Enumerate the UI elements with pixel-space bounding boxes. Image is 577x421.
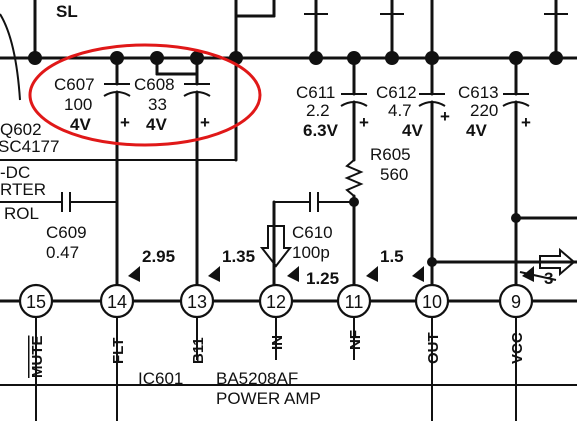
c613-value: 220 [470, 101, 498, 120]
r605-ref: R605 [370, 145, 411, 164]
pin-15: 15 [18, 283, 54, 319]
c611-voltage: 6.3V [303, 121, 339, 140]
label-sl: SL [56, 2, 78, 21]
pin-name-mute: MUTE [29, 336, 46, 379]
svg-text:13: 13 [187, 292, 207, 312]
c612-voltage: 4V [402, 121, 423, 140]
svg-text:10: 10 [422, 292, 442, 312]
pin-9: 9 [498, 283, 534, 319]
voltage-pin10: 1.5 [380, 247, 404, 266]
capacitor-c607: + [103, 56, 131, 290]
pin-name-b11: B11 [190, 337, 207, 364]
pin-12: 12 [258, 283, 294, 319]
label-rol: ROL [4, 204, 39, 223]
junction-dot [309, 51, 323, 65]
capacitor-c612: + [418, 56, 450, 290]
c613-ref: C613 [458, 83, 499, 102]
c612-ref: C612 [376, 83, 417, 102]
capacitor-c611: + [340, 56, 369, 162]
c609-value: 0.47 [46, 243, 79, 262]
svg-text:14: 14 [107, 292, 127, 312]
capacitor-c610 [274, 192, 354, 212]
c608-voltage: 4V [146, 115, 167, 134]
voltage-marker-icon [412, 266, 424, 282]
plus-mark: + [200, 113, 210, 132]
highlight-ellipse [28, 43, 262, 147]
pin-name-nf: NF [347, 330, 364, 350]
pin-13: 13 [179, 283, 215, 319]
pin-name-vcc: VCC [509, 332, 526, 364]
pin-name-flt: FLT [110, 338, 127, 364]
c610-ref: C610 [292, 223, 333, 242]
junction-dot [427, 257, 437, 267]
pin-10: 10 [414, 283, 450, 319]
left-curve-wire [0, 13, 21, 101]
voltage-marker-icon [366, 266, 378, 282]
label-dc: -DC [0, 163, 30, 182]
voltage-pin14: 2.95 [142, 247, 175, 266]
ic-ref: IC601 [138, 369, 183, 388]
output-arrow-icon [539, 247, 576, 277]
c612-value: 4.7 [388, 101, 412, 120]
ic-part: BA5208AF [216, 369, 298, 388]
junction-dot [28, 51, 42, 65]
junction-dot [385, 51, 399, 65]
capacitor-c609 [0, 192, 117, 212]
junction-dot [549, 51, 563, 65]
c607-value: 100 [64, 95, 92, 114]
pin-14: 14 [99, 283, 135, 319]
label-rter: RTER [0, 180, 46, 199]
c610-value: 100p [292, 243, 330, 262]
plus-mark: + [440, 107, 450, 126]
voltage-pin9: 3 [544, 269, 553, 288]
resistor-r605 [344, 159, 364, 290]
svg-text:15: 15 [26, 292, 46, 312]
c611-ref: C611 [296, 83, 335, 102]
voltage-marker-icon [128, 266, 140, 282]
plus-mark: + [120, 113, 130, 132]
input-arrow-icon [259, 225, 293, 268]
voltage-marker-icon [287, 266, 299, 282]
label-q602: Q602 [0, 120, 42, 139]
c608-ref: C608 [134, 75, 175, 94]
svg-text:11: 11 [345, 292, 364, 312]
c608-value: 33 [148, 95, 167, 114]
pin-11: 11 [336, 283, 372, 319]
c613-voltage: 4V [466, 121, 487, 140]
c607-voltage: 4V [70, 115, 91, 134]
voltage-marker-icon [208, 266, 220, 282]
capacitor-c613: + [502, 56, 531, 290]
capacitor-c608: + [155, 56, 211, 290]
junction-dot [511, 213, 521, 223]
svg-text:12: 12 [266, 292, 286, 312]
voltage-pin12: 1.25 [306, 269, 339, 288]
r605-value: 560 [380, 165, 408, 184]
plus-mark: + [521, 113, 531, 132]
plus-mark: + [359, 113, 369, 132]
c609-ref: C609 [46, 223, 87, 242]
c611-value: 2.2 [306, 101, 330, 120]
pin-name-out: OUT [425, 332, 442, 364]
label-c4177: SC4177 [0, 137, 59, 156]
voltage-marker-icon [522, 266, 534, 282]
voltage-pin13: 1.35 [222, 247, 255, 266]
c607-ref: C607 [54, 75, 95, 94]
pin-name-in: IN [269, 335, 286, 350]
svg-text:9: 9 [511, 292, 521, 312]
ic-function: POWER AMP [216, 389, 321, 408]
